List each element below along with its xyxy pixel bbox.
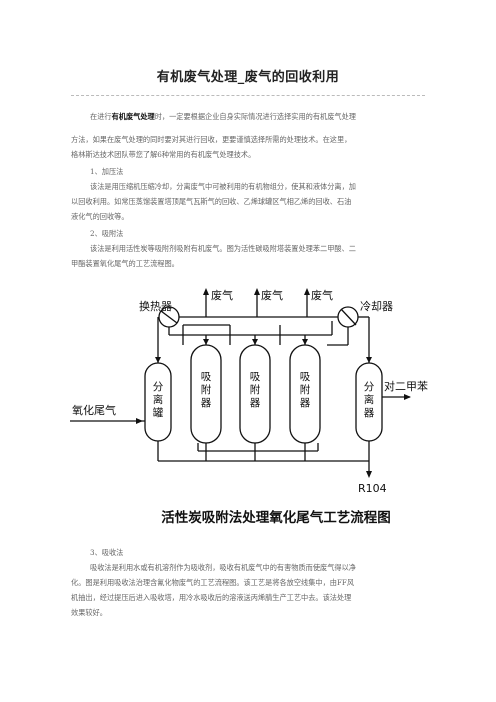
intro-highlight-link[interactable]: 有机废气处理 [111, 112, 155, 121]
intro-line-2: 方法，如果在废气处理的同时要对其进行回收，更要谨慎选择所需的处理技术。在这里， [71, 135, 352, 144]
section-1-line-2: 以回收利用。如常压蒸馏装置塔顶尾气瓦斯气的回收、乙烯球罐区气相乙烯的回收、石油 [71, 197, 352, 206]
separator-char-1: 分 [364, 381, 375, 393]
adsorber-1-char-1: 吸 [201, 371, 212, 383]
separator-char-3: 器 [364, 407, 375, 419]
section-2-line-2: 甲酯装置氧化尾气的工艺流程图。 [71, 259, 179, 268]
r104-label: R104 [358, 482, 387, 495]
section-1-line-3: 液化气的回收等。 [71, 212, 129, 221]
exhaust-gas-label-2: 废气 [261, 288, 283, 302]
exhaust-gas-label-3: 废气 [311, 288, 333, 302]
p-xylene-label: 对二甲苯 [384, 379, 428, 393]
cooler-label: 冷却器 [360, 300, 393, 313]
section-1-heading: 1、加压法 [90, 167, 124, 176]
intro-line-1-rest: 时，一定要根据企业自身实际情况进行选择实用的有机废气处理 [154, 112, 356, 121]
intro-line-1: 在进行有机废气处理时，一定要根据企业自身实际情况进行选择实用的有机废气处理 [90, 110, 356, 124]
heat-exchanger-label: 换热器 [139, 299, 172, 313]
adsorber-2-char-1: 吸 [250, 371, 261, 383]
section-3-heading: 3、吸收法 [90, 548, 124, 557]
adsorber-3-char-1: 吸 [300, 371, 311, 383]
intro-line-3: 格林斯达技术团队带您了解6种常用的有机废气处理技术。 [71, 150, 256, 159]
intro-prefix: 在进行 [90, 112, 112, 121]
section-3-line-1: 吸收法是利用水或有机溶剂作为吸收剂，吸收有机废气中的有害物质而使废气得以净 [90, 563, 356, 572]
exhaust-gas-label-1: 废气 [211, 288, 233, 302]
separator-char-2: 离 [364, 393, 375, 406]
section-3-line-3: 机抽出，经过提压后进入吸收塔，用冷水吸收后的溶液送丙烯腈生产工艺中去。该法处理 [71, 593, 352, 602]
diagram-caption: 活性炭吸附法处理氧化尾气工艺流程图 [161, 510, 391, 526]
section-3-line-2: 化。图是利用吸收法治理含氰化物废气的工艺流程图。该工艺是将各放空线集中，由FF风 [71, 578, 355, 587]
section-2-heading: 2、吸附法 [90, 229, 124, 238]
adsorber-2-char-2: 附 [250, 383, 261, 396]
section-3-line-4: 效果较好。 [71, 608, 107, 617]
title-divider [71, 95, 425, 96]
oxidation-tail-gas-label: 氧化尾气 [72, 403, 116, 417]
process-flow-diagram: 换热器 冷却器 废气 废气 废气 氧化尾气 对二甲苯 R104 分 离 罐 吸 … [70, 288, 428, 495]
separator-tank-char-2: 离 [153, 393, 164, 406]
section-2-line-1: 该法是利用活性炭等吸附剂吸附有机废气。图为活性碳吸附塔装置处理苯二甲酸、二 [90, 244, 356, 253]
page-title: 有机废气处理_废气的回收利用 [156, 70, 340, 85]
section-1-line-1: 该法是用压缩机压缩冷却，分离废气中可被利用的有机物组分，使其和液体分离，加 [90, 182, 356, 191]
adsorber-2-char-3: 器 [250, 397, 261, 409]
separator-tank-char-1: 分 [153, 381, 164, 393]
separator-tank-char-3: 罐 [153, 406, 164, 419]
adsorber-3-char-3: 器 [300, 397, 311, 409]
adsorber-1-char-2: 附 [201, 383, 212, 396]
adsorber-3-char-2: 附 [300, 383, 311, 396]
adsorber-1-char-3: 器 [201, 397, 212, 409]
